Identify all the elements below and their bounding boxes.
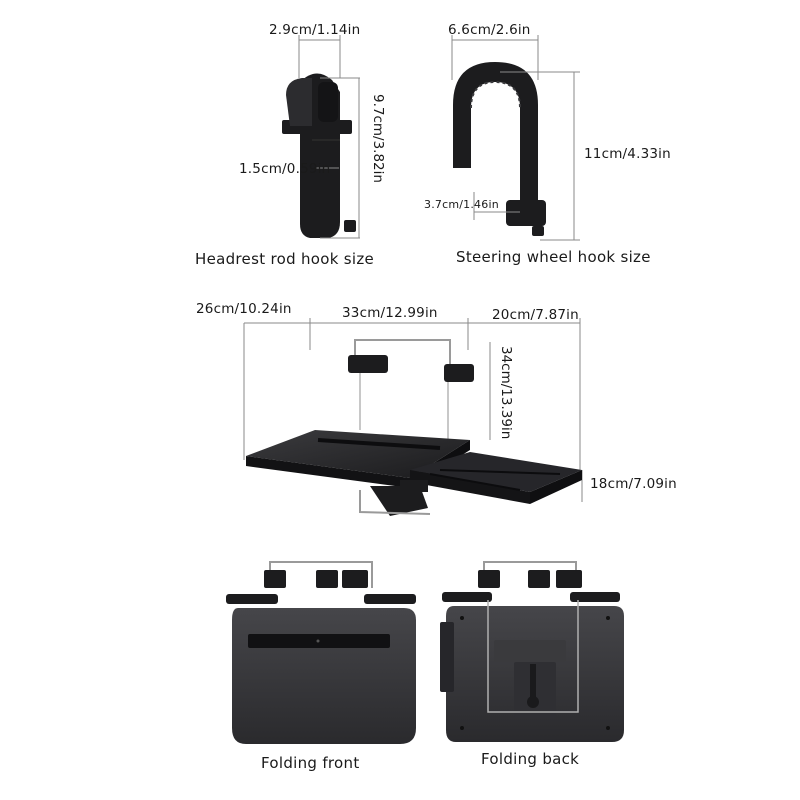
steering-inner-label: 3.7cm/1.46in [424, 198, 499, 211]
tray-height-label: 34cm/13.39in [498, 346, 514, 440]
headrest-width-label: 2.9cm/1.14in [269, 22, 361, 38]
folding-front-caption: Folding front [261, 754, 360, 772]
folding-back-product [440, 561, 624, 742]
headrest-inner-label: 1.5cm/0.59in [239, 161, 331, 177]
tray-product [246, 339, 582, 516]
steering-dimension-lines [451, 35, 580, 241]
headrest-height-label: 9.7cm/3.82in [370, 94, 386, 183]
tray-middle-label: 33cm/12.99in [342, 305, 438, 321]
steering-height-label: 11cm/4.33in [584, 146, 671, 162]
folding-front-product [226, 561, 416, 744]
tray-right-label: 20cm/7.87in [492, 307, 579, 323]
tray-dimension-lines [243, 318, 583, 502]
steering-width-label: 6.6cm/2.6in [448, 22, 531, 38]
headrest-caption: Headrest rod hook size [195, 250, 375, 268]
tray-drawer-label: 18cm/7.09in [590, 476, 677, 492]
headrest-dimension-lines [298, 35, 360, 239]
steering-wheel-hook [453, 62, 546, 236]
folding-back-caption: Folding back [481, 750, 580, 768]
steering-caption: Steering wheel hook size [456, 248, 651, 266]
headrest-rod-hook [282, 73, 356, 238]
tray-left-label: 26cm/10.24in [196, 301, 292, 317]
